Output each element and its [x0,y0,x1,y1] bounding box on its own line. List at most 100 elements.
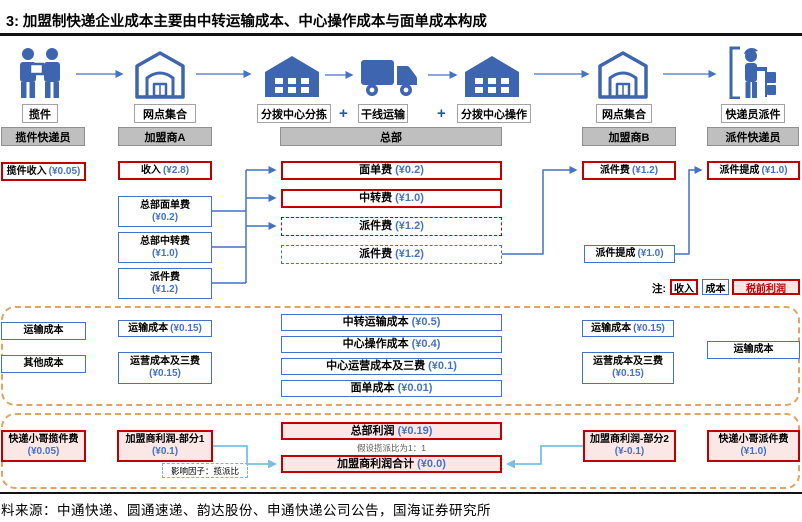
column-header-delivery-courier: 派件快递员 [707,127,799,146]
box-value: (¥0.19) [397,424,433,437]
box-courier-delivery-commission: 派件提成 (¥1.0) [707,161,800,180]
box-franchisee-profit-part1: 加盟商利润-部分1 (¥0.1) [117,430,213,462]
box-hq-profit: 总部利润 (¥0.19) [281,422,502,440]
box-pickup-income: 揽件收入 (¥0.05) [1,162,86,181]
box-label: 加盟商利润合计 [337,457,415,470]
box-value: (¥0.5) [411,316,441,329]
factor-note: 影响因子：揽派比 [162,463,248,478]
flow-step-outlet-collect-2: 网点集合 [596,104,652,123]
figure-title: 3: 加盟制快递企业成本主要由中转运输成本、中心操作成本与面单成本构成 [6,14,487,30]
box-label: 中转运输成本 [342,316,409,329]
warehouse-icon [135,51,185,99]
warehouse-icon [598,51,648,99]
box-label: 加盟商利润-部分2 [590,434,669,446]
box-value: (¥1.0) [151,247,179,259]
column-header-headquarters: 总部 [280,127,502,146]
box-value: (¥0.15) [170,322,202,334]
box-label: 派件费 [359,220,393,233]
box-c1-transport-cost: 运输成本 [1,322,86,340]
box-label: 派件费 [359,248,393,261]
box-value: (¥2.8) [162,164,190,176]
sorting-center-icon [265,56,319,97]
box-label: 运营成本及三费 [130,356,200,368]
box-label: 中转费 [359,192,393,205]
box-franchisee-a-income: 收入 (¥2.8) [118,161,212,180]
box-hq-transfer-fee-paid: 总部中转费 (¥1.0) [118,232,212,263]
box-value: (¥1.0) [761,164,788,176]
box-label: 加盟商利润-部分1 [125,434,205,446]
box-value: (¥0.15) [149,368,181,379]
box-value: (¥0.2) [151,211,179,223]
box-value: (¥0.15) [612,368,644,379]
box-c2-opex-cost: 运营成本及三费 (¥0.15) [118,352,212,384]
box-value: (¥-0.1) [614,446,645,457]
box-c5-transport-cost: 运输成本 [707,341,800,359]
flow-step-linehaul: 干线运输 [358,104,408,123]
box-label: 运营成本及三费 [593,356,663,368]
box-hq-waybill-fee-paid: 总部面单费 (¥0.2) [118,196,212,227]
box-value: (¥1.2) [395,248,424,261]
box-hq-transfer-fee: 中转费 (¥1.0) [281,189,502,208]
box-delivery-commission-paid: 派件提成 (¥1.0) [584,245,675,263]
column-header-franchisee-a: 加盟商A [118,127,212,146]
box-value: (¥1.2) [631,164,659,176]
box-c2-transport-cost: 运输成本 (¥0.15) [118,320,212,337]
box-hq-center-operation-cost: 中心操作成本 (¥0.4) [281,336,502,353]
flow-step-sorting: 分拨中心分拣 [257,104,331,123]
box-label: 面单成本 [350,382,395,395]
box-value: (¥0.01) [397,382,433,395]
legend-cost: 成本 [702,279,729,295]
courier-pickup-icon [20,48,60,98]
box-value: (¥0.0) [417,457,446,470]
plus-sign: + [339,105,348,122]
box-label: 中心运营成本及三费 [326,360,426,373]
box-hq-delivery-fee-out: 派件费 (¥1.2) [281,245,502,264]
box-hq-delivery-fee-in: 派件费 (¥1.2) [281,217,502,236]
column-header-pickup-courier: 揽件快递员 [1,127,85,146]
box-value: (¥1.0) [637,248,664,260]
box-hq-transit-transport-cost: 中转运输成本 (¥0.5) [281,314,502,331]
box-label: 运输成本 [23,325,64,337]
box-courier-pickup-fee: 快递小哥揽件费 (¥0.05) [1,430,86,462]
box-hq-waybill-fee: 面单费 (¥0.2) [281,161,502,180]
flow-step-center-operate: 分拨中心操作 [457,104,531,123]
box-value: (¥1.0) [740,446,767,457]
box-label: 派件费 [150,271,180,283]
box-hq-waybill-cost: 面单成本 (¥0.01) [281,380,502,397]
source-line: 料来源：中通快递、圆通速递、韵达股份、申通快递公司公告，国海证券研究所 [1,503,491,518]
box-label: 面单费 [359,164,393,177]
column-header-franchisee-b: 加盟商B [582,127,676,146]
box-value: (¥0.4) [411,338,441,351]
courier-delivery-icon [729,46,776,99]
sorting-center-icon [465,56,519,97]
box-value: (¥1.0) [395,192,424,205]
box-label: 收入 [140,164,161,176]
box-label: 总部中转费 [140,235,190,247]
box-label: 揽件收入 [6,165,47,177]
box-label: 派件提成 [595,248,636,260]
legend-pretax-profit: 税前利润 [732,279,800,295]
box-label: 运输成本 [733,344,774,356]
box-franchisee-profit-part2: 加盟商利润-部分2 (¥-0.1) [583,430,676,462]
assumption-note: 假设揽派比为1：1 [357,443,426,453]
box-label: 中心操作成本 [342,338,409,351]
box-value: (¥0.1) [428,360,457,373]
box-value: (¥0.2) [395,164,424,177]
box-label: 快递小哥派件费 [718,434,789,446]
box-c1-other-cost: 其他成本 [1,355,86,373]
box-courier-delivery-fee: 快递小哥派件费 (¥1.0) [707,430,800,462]
box-value: (¥0.15) [633,322,665,334]
box-value: (¥0.1) [151,446,179,457]
box-delivery-fee-paid: 派件费 (¥1.2) [118,268,212,299]
plus-sign: + [437,105,446,122]
box-hq-center-opex-cost: 中心运营成本及三费 (¥0.1) [281,358,502,375]
box-c4-opex-cost: 运营成本及三费 (¥0.15) [582,352,674,384]
box-label: 运输成本 [591,322,632,334]
flow-step-outlet-collect: 网点集合 [134,104,196,123]
box-franchisee-profit-total: 加盟商利润合计 (¥0.0) [281,455,502,473]
legend-note-label: 注: [652,283,666,295]
bottom-rule [0,492,802,494]
box-label: 派件费 [599,164,630,176]
box-label: 快递小哥揽件费 [8,434,79,446]
title-rule [0,33,802,36]
